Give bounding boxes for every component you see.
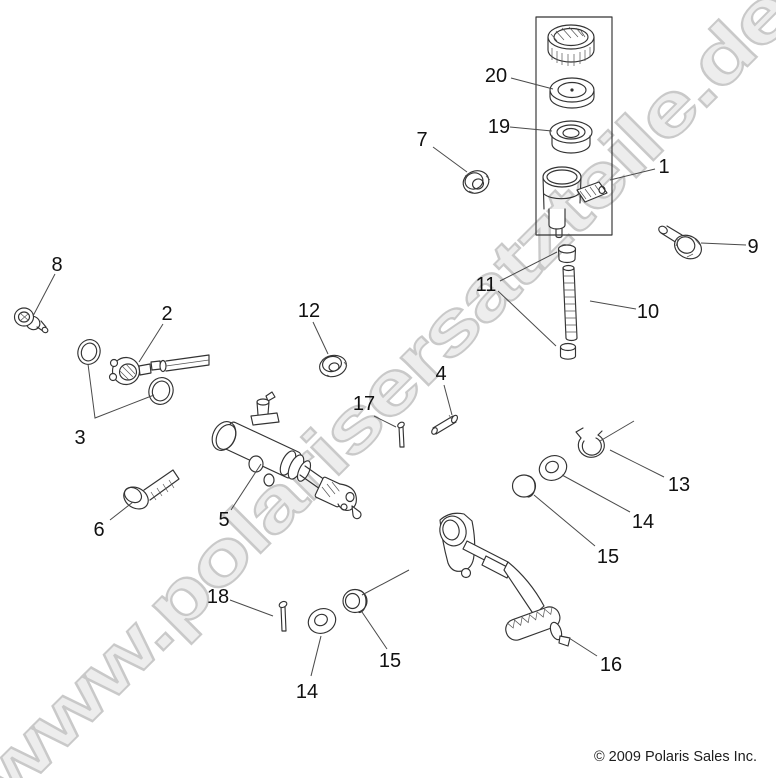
callout-14: 14 xyxy=(632,511,654,533)
callout-13: 13 xyxy=(668,474,690,496)
part-2-brake-line-drawing xyxy=(108,354,210,386)
leader-3 xyxy=(87,363,155,419)
part-19-seal-drawing xyxy=(549,120,593,154)
callout-9: 9 xyxy=(747,236,758,258)
leader-14-lower xyxy=(310,635,322,677)
callout-4: 4 xyxy=(435,363,446,385)
part-11-boot-upper-drawing xyxy=(557,244,577,264)
leader-15-lower xyxy=(361,611,388,650)
callout-10: 10 xyxy=(637,301,659,323)
leader-14-upper xyxy=(561,474,631,513)
callout-16: 16 xyxy=(600,654,622,676)
part-7-nut-drawing xyxy=(462,170,491,194)
leader-16 xyxy=(568,637,598,657)
callout-17: 17 xyxy=(353,393,375,415)
callout-5: 5 xyxy=(218,509,229,531)
leader-20 xyxy=(510,77,554,90)
leader-4 xyxy=(443,384,453,416)
leader-5 xyxy=(230,463,262,511)
leader-18 xyxy=(229,599,274,617)
part-8-fitting-drawing xyxy=(13,307,49,334)
part-20-diaphragm-drawing xyxy=(549,77,595,109)
leader-7 xyxy=(432,146,468,173)
part-13-snap-ring-drawing xyxy=(575,427,605,458)
part-10-rod-drawing xyxy=(562,264,578,342)
copyright-text: © 2009 Polaris Sales Inc. xyxy=(593,749,757,765)
callout-7: 7 xyxy=(416,129,427,151)
callout-12: 12 xyxy=(298,300,320,322)
callout-1: 1 xyxy=(658,156,669,178)
leader-6 xyxy=(109,501,134,521)
callout-15b: 15 xyxy=(379,650,401,672)
reservoir-cap-drawing xyxy=(547,24,595,66)
callout-3: 3 xyxy=(74,427,85,449)
part-17-cotter-pin-drawing xyxy=(397,421,405,448)
leader-12 xyxy=(312,321,329,355)
leader-2 xyxy=(138,323,164,363)
leader-lines xyxy=(32,77,747,677)
callout-14b: 14 xyxy=(296,681,318,703)
part-1-master-cylinder-assembly-drawing xyxy=(542,166,608,239)
leader-9 xyxy=(700,242,747,246)
part-3-oring-b-drawing xyxy=(148,377,174,405)
part-4-clevis-pin-drawing xyxy=(431,414,459,435)
part-14-washer-lower-drawing xyxy=(307,608,337,634)
leader-15-stub xyxy=(361,569,410,596)
reservoir-group-box xyxy=(535,16,613,236)
part-5-master-cylinder-drawing xyxy=(211,391,362,520)
leader-13-stub xyxy=(599,420,635,442)
part-14-washer-upper-drawing xyxy=(538,455,568,481)
part-3-oring-a-drawing xyxy=(77,339,101,365)
part-15-bushing-upper-drawing xyxy=(511,474,537,498)
part-18-cotter-pin-drawing xyxy=(278,600,288,632)
part-11-boot-lower-drawing xyxy=(559,342,577,360)
part-9-bolt-drawing xyxy=(658,225,702,260)
leader-13 xyxy=(609,449,665,478)
leader-11b xyxy=(497,290,557,347)
callout-8: 8 xyxy=(51,254,62,276)
callout-20: 20 xyxy=(485,65,507,87)
part-6-bolt-drawing xyxy=(123,469,180,510)
leader-19 xyxy=(509,126,553,132)
callout-6: 6 xyxy=(93,519,104,541)
callout-18: 18 xyxy=(207,586,229,608)
part-12-nut-drawing xyxy=(319,354,348,378)
callout-labels: 20 19 1 7 9 10 11 8 2 3 12 4 17 6 5 13 1… xyxy=(51,65,758,703)
leader-1 xyxy=(609,168,656,181)
callout-2: 2 xyxy=(161,303,172,325)
callout-19: 19 xyxy=(488,116,510,138)
part-16-brake-pedal-drawing xyxy=(439,512,571,647)
callout-11: 11 xyxy=(476,274,497,296)
callout-15: 15 xyxy=(597,546,619,568)
leader-15-upper xyxy=(533,494,596,547)
part-15-bushing-lower-drawing xyxy=(342,588,368,614)
leader-17 xyxy=(373,415,397,428)
leader-10 xyxy=(589,300,637,310)
leader-8 xyxy=(32,273,56,317)
leader-11a xyxy=(499,251,558,282)
